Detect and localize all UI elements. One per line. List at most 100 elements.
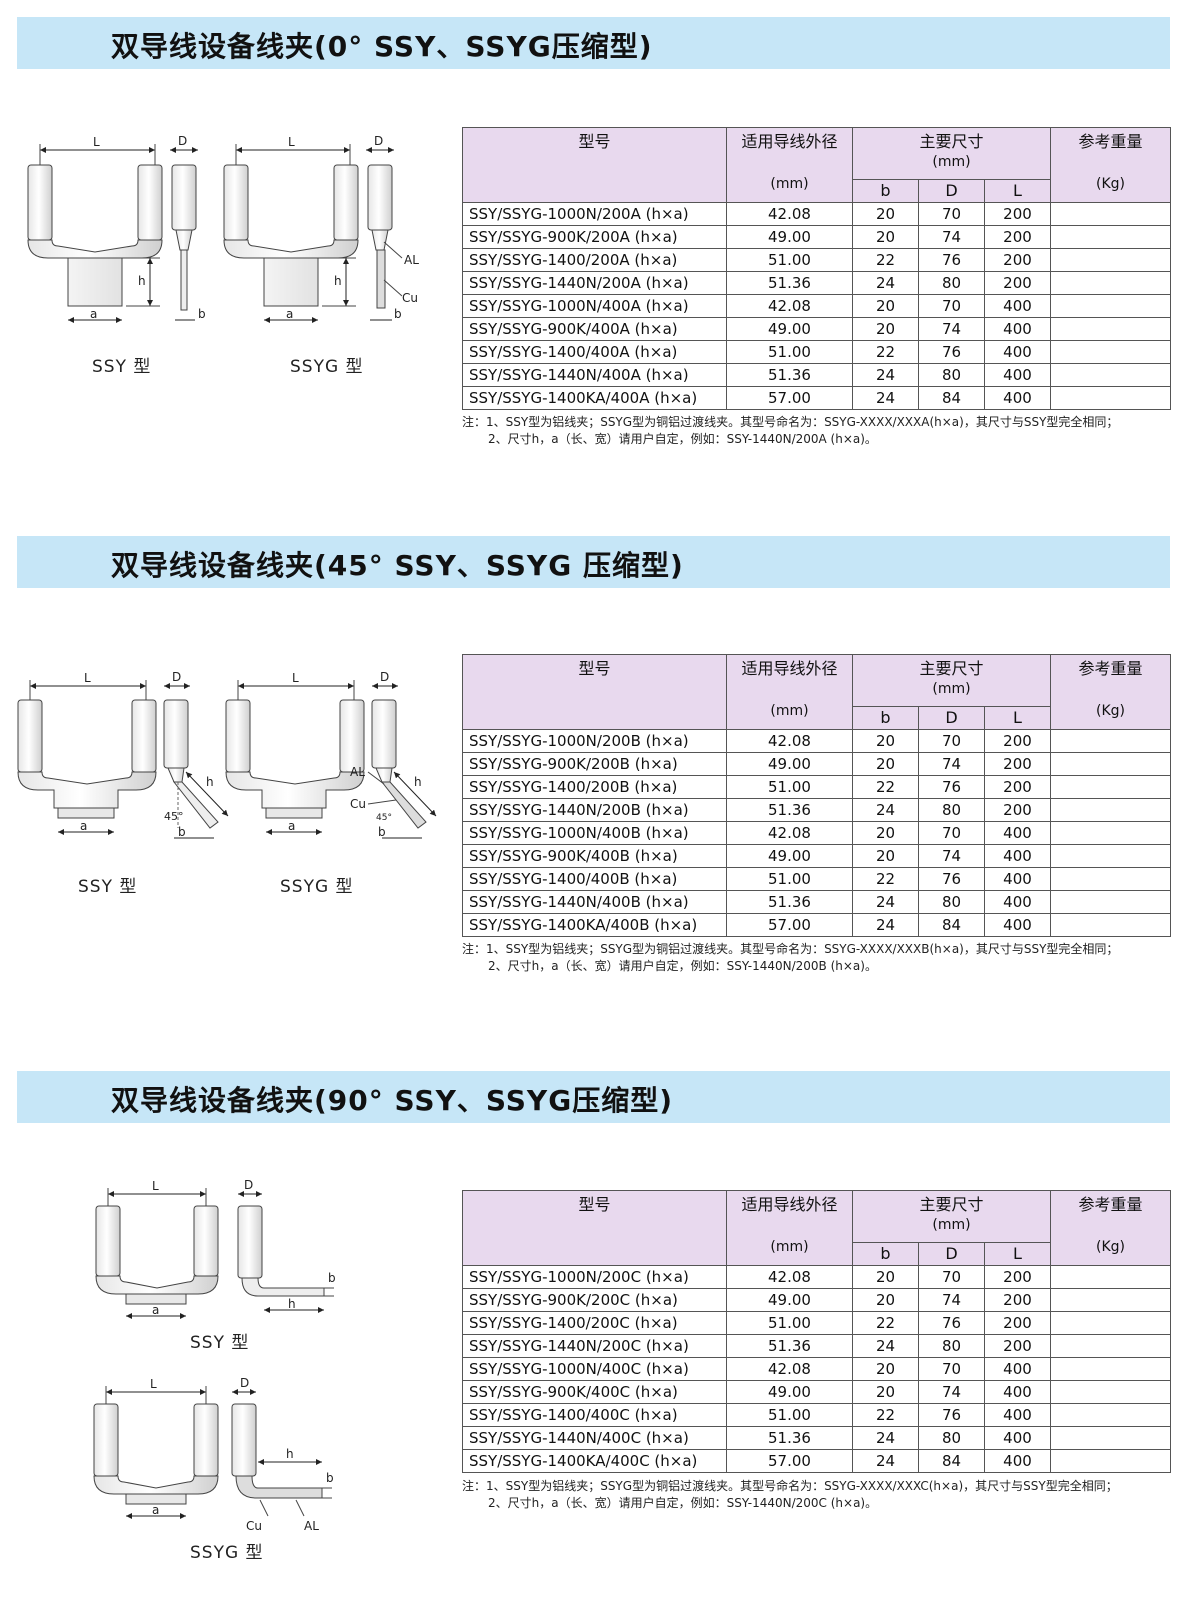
col-weight: 参考重量(Kg) — [1050, 127, 1171, 203]
section-banner: 双导线设备线夹(90° SSY、SSYG压缩型) — [17, 1071, 1170, 1123]
dim-label-d: D — [240, 1376, 249, 1390]
col-l: L — [984, 179, 1051, 203]
col-b: b — [852, 1242, 919, 1266]
col-weight: 参考重量(Kg) — [1050, 1190, 1171, 1266]
col-l: L — [984, 706, 1051, 730]
dim-label-a: a — [80, 819, 87, 833]
label-al: AL — [304, 1519, 319, 1533]
dim-label-d: D — [178, 134, 187, 148]
label-cu: Cu — [350, 797, 366, 811]
col-l: L — [984, 1242, 1051, 1266]
label-al: AL — [404, 253, 419, 267]
diagram-ssyg-90deg: L a D h b Cu AL — [90, 1376, 350, 1536]
col-diameter: 适用导线外径(mm) — [726, 654, 853, 730]
dim-label-h: h — [414, 775, 422, 789]
col-b: b — [852, 179, 919, 203]
dim-label-b: b — [178, 825, 186, 839]
spec-table-90deg: 型号 适用导线外径(mm) 主要尺寸(mm) 参考重量(Kg) b D L SS… — [462, 1190, 1171, 1473]
dim-label-h: h — [334, 274, 342, 288]
caption-ssyg: SSYG 型 — [280, 877, 354, 897]
dim-label-h: h — [286, 1447, 294, 1461]
dim-label-a: a — [288, 819, 295, 833]
section-title: 双导线设备线夹(90° SSY、SSYG压缩型) — [111, 1084, 673, 1117]
dim-label-d: D — [172, 670, 181, 684]
dim-label-l: L — [150, 1377, 157, 1391]
dim-label-b: b — [394, 307, 402, 321]
dim-label-b: b — [198, 307, 206, 321]
spec-table-0deg: 型号 适用导线外径(mm) 主要尺寸(mm) 参考重量(Kg) b D L SS… — [462, 127, 1171, 410]
caption-ssyg: SSYG 型 — [190, 1543, 264, 1563]
dim-label-l: L — [152, 1179, 159, 1193]
col-dims: 主要尺寸(mm) — [852, 127, 1051, 180]
col-diameter: 适用导线外径(mm) — [726, 1190, 853, 1266]
section-banner: 双导线设备线夹(45° SSY、SSYG 压缩型) — [17, 536, 1170, 588]
dim-label-l: L — [292, 671, 299, 685]
dim-label-a: a — [90, 307, 97, 321]
diagram-ssyg-0deg: L a h D AL Cu b — [218, 130, 438, 340]
dim-label-b: b — [326, 1471, 334, 1485]
col-weight: 参考重量(Kg) — [1050, 654, 1171, 730]
label-al: AL — [350, 765, 365, 779]
diagram-ssyg-45deg: L a D AL Cu h 45° b — [222, 668, 442, 868]
caption-ssy: SSY 型 — [92, 357, 152, 377]
dim-label-b: b — [378, 825, 386, 839]
dim-label-a: a — [152, 1303, 159, 1317]
dim-label-h: h — [288, 1297, 296, 1311]
col-model: 型号 — [462, 654, 727, 730]
col-model: 型号 — [462, 127, 727, 203]
dim-label-d: D — [374, 134, 383, 148]
caption-ssy: SSY 型 — [190, 1333, 250, 1353]
dim-label-d: D — [244, 1178, 253, 1192]
diagram-ssy-45deg: L a D h 45° b — [14, 668, 234, 868]
diagram-ssy-0deg: L a h D b — [20, 130, 230, 340]
section-title: 双导线设备线夹(45° SSY、SSYG 压缩型) — [111, 549, 684, 582]
caption-ssyg: SSYG 型 — [290, 357, 364, 377]
col-model: 型号 — [462, 1190, 727, 1266]
col-b: b — [852, 706, 919, 730]
section-banner: 双导线设备线夹(0° SSY、SSYG压缩型) — [17, 17, 1170, 69]
section-title: 双导线设备线夹(0° SSY、SSYG压缩型) — [111, 30, 653, 63]
angle-label-45: 45° — [164, 810, 184, 823]
dim-label-a: a — [152, 1503, 159, 1517]
dim-label-b: b — [328, 1271, 336, 1285]
table-note: 注：1、SSY型为铝线夹；SSYG型为铜铝过渡线夹。其型号命名为：SSYG-XX… — [462, 942, 1119, 973]
col-dims: 主要尺寸(mm) — [852, 1190, 1051, 1243]
dim-label-h: h — [206, 775, 214, 789]
dim-label-a: a — [286, 307, 293, 321]
table-note: 注：1、SSY型为铝线夹；SSYG型为铜铝过渡线夹。其型号命名为：SSYG-XX… — [462, 1479, 1118, 1510]
diagram-ssy-90deg: L a D h b — [94, 1178, 354, 1328]
col-d: D — [918, 706, 985, 730]
col-d: D — [918, 1242, 985, 1266]
col-diameter: 适用导线外径(mm) — [726, 127, 853, 203]
dim-label-l: L — [84, 671, 91, 685]
caption-ssy: SSY 型 — [78, 877, 138, 897]
angle-label-45: 45° — [376, 813, 392, 823]
table-note: 注：1、SSY型为铝线夹；SSYG型为铜铝过渡线夹。其型号命名为：SSYG-XX… — [462, 415, 1119, 446]
col-dims: 主要尺寸(mm) — [852, 654, 1051, 707]
dim-label-d: D — [380, 670, 389, 684]
